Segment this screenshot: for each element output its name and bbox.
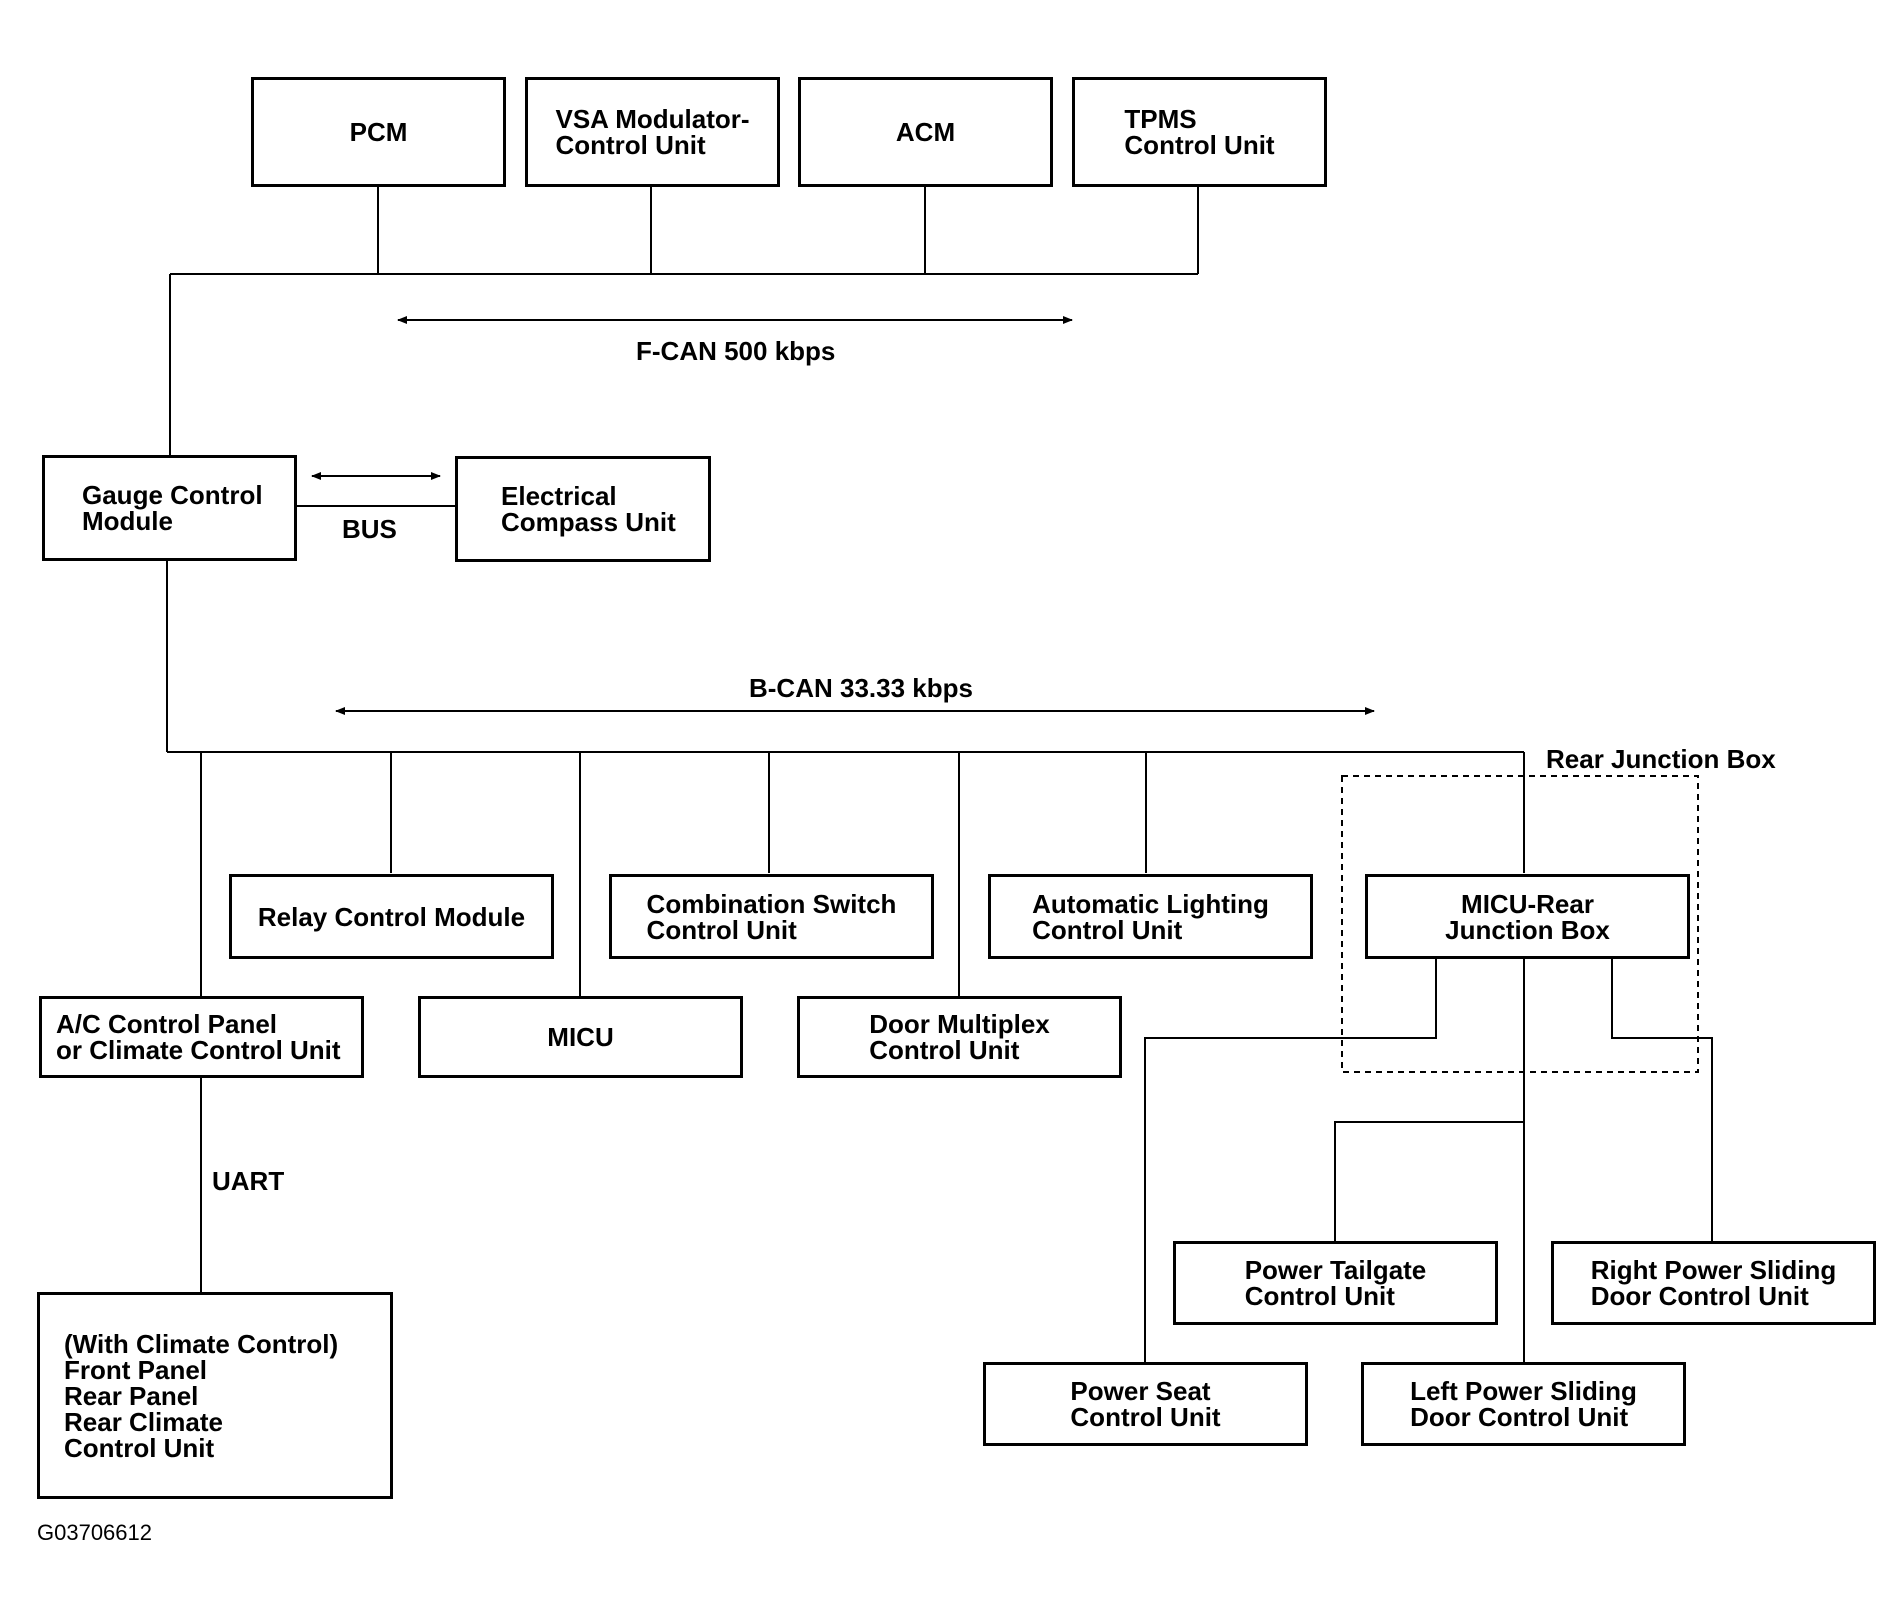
power-tailgate-label: Power Tailgate Control Unit <box>1245 1257 1427 1309</box>
climate-control-box: (With Climate Control) Front Panel Rear … <box>37 1292 393 1499</box>
climate-label-line-5: Control Unit <box>64 1432 215 1463</box>
right-door-label-line-2: Door Control Unit <box>1590 1281 1809 1311</box>
tpms-label-line-1: TPMS <box>1124 104 1197 134</box>
pcm-label-line: PCM <box>349 117 408 147</box>
compass-label-line-2: Compass Unit <box>501 507 676 537</box>
relay-control-module-box: Relay Control Module <box>229 874 554 959</box>
combination-switch-label: Combination Switch Control Unit <box>647 891 897 943</box>
combo-label-line-1: Combination Switch <box>646 888 897 919</box>
tpms-label-line-2: Control Unit <box>1124 130 1275 160</box>
right-door-label-line-1: Right Power Sliding <box>1590 1255 1837 1285</box>
climate-label-line-1: (With Climate Control) <box>64 1328 339 1359</box>
left-power-sliding-door-label: Left Power Sliding Door Control Unit <box>1410 1378 1637 1430</box>
right-power-sliding-door-box: Right Power Sliding Door Control Unit <box>1551 1241 1876 1325</box>
micu-rear-label-line-2: Junction Box <box>1445 914 1610 945</box>
tailgate-line <box>1334 1121 1524 1241</box>
tpms-label: TPMS Control Unit <box>1124 106 1274 158</box>
power-seat-label: Power Seat Control Unit <box>1070 1378 1220 1430</box>
gauge-control-module-label: Gauge Control Module <box>82 482 263 534</box>
lighting-label-line-1: Automatic Lighting <box>1032 888 1269 919</box>
bcan-label: B-CAN 33.33 kbps <box>749 673 973 703</box>
micu-rear-junction-label: MICU-Rear Junction Box <box>1445 891 1610 943</box>
doormux-label-line-2: Control Unit <box>869 1035 1020 1065</box>
vsa-label-line-1: VSA Modulator- <box>555 104 750 134</box>
door-multiplex-label: Door Multiplex Control Unit <box>869 1011 1050 1063</box>
relay-control-module-label: Relay Control Module <box>258 904 525 930</box>
seat-label-line-1: Power Seat <box>1070 1376 1211 1406</box>
pcm-label: PCM <box>350 119 408 145</box>
figure-id: G03706612 <box>37 1520 152 1545</box>
compass-label-line-1: Electrical <box>501 481 617 511</box>
gauge-control-module-box: Gauge Control Module <box>42 455 297 561</box>
relay-label-line: Relay Control Module <box>257 901 526 932</box>
left-door-label-line-1: Left Power Sliding <box>1410 1376 1637 1406</box>
tpms-box: TPMS Control Unit <box>1072 77 1327 187</box>
gauge-label-line-1: Gauge Control <box>82 480 263 510</box>
bus-label: BUS <box>342 514 397 544</box>
fcan-label: F-CAN 500 kbps <box>636 336 836 366</box>
micu-box: MICU <box>418 996 743 1078</box>
left-door-label-line-2: Door Control Unit <box>1410 1402 1629 1432</box>
acm-label-line: ACM <box>895 117 956 147</box>
door-multiplex-box: Door Multiplex Control Unit <box>797 996 1122 1078</box>
tailgate-label-line-1: Power Tailgate <box>1244 1255 1427 1285</box>
rear-junction-box-label: Rear Junction Box <box>1546 744 1776 774</box>
automatic-lighting-box: Automatic Lighting Control Unit <box>988 874 1313 959</box>
tailgate-label-line-2: Control Unit <box>1244 1281 1395 1311</box>
left-power-sliding-door-box: Left Power Sliding Door Control Unit <box>1361 1362 1686 1446</box>
seat-line <box>1144 959 1437 1362</box>
vsa-label-line-2: Control Unit <box>555 130 706 160</box>
acm-label: ACM <box>896 119 955 145</box>
ac-label-line-2: or Climate Control Unit <box>56 1035 341 1065</box>
right-power-sliding-door-label: Right Power Sliding Door Control Unit <box>1591 1257 1837 1309</box>
micu-rear-label-line-1: MICU-Rear <box>1461 888 1594 919</box>
acm-box: ACM <box>798 77 1053 187</box>
ac-control-panel-label: A/C Control Panel or Climate Control Uni… <box>56 1011 341 1063</box>
vsa-box: VSA Modulator- Control Unit <box>525 77 780 187</box>
ac-control-panel-box: A/C Control Panel or Climate Control Uni… <box>39 996 364 1078</box>
climate-label-line-2: Front Panel <box>64 1354 208 1385</box>
rear-junction-box-outline <box>1341 775 1699 1073</box>
uart-label: UART <box>212 1166 285 1196</box>
gauge-label-line-2: Module <box>82 506 173 536</box>
micu-label-line: MICU <box>547 1022 614 1052</box>
power-seat-box: Power Seat Control Unit <box>983 1362 1308 1446</box>
electrical-compass-unit-box: Electrical Compass Unit <box>455 456 711 562</box>
lighting-label-line-2: Control Unit <box>1032 914 1183 945</box>
doormux-label-line-1: Door Multiplex <box>869 1009 1050 1039</box>
pcm-box: PCM <box>251 77 506 187</box>
power-tailgate-box: Power Tailgate Control Unit <box>1173 1241 1498 1325</box>
right-door-line <box>1611 959 1713 1241</box>
seat-label-line-2: Control Unit <box>1070 1402 1221 1432</box>
climate-label-line-4: Rear Climate <box>64 1406 223 1437</box>
climate-label-line-3: Rear Panel <box>64 1380 199 1411</box>
automatic-lighting-label: Automatic Lighting Control Unit <box>1032 891 1269 943</box>
electrical-compass-unit-label: Electrical Compass Unit <box>501 483 676 535</box>
micu-label: MICU <box>547 1024 613 1050</box>
ac-label-line-1: A/C Control Panel <box>56 1009 278 1039</box>
climate-control-label: (With Climate Control) Front Panel Rear … <box>64 1331 338 1461</box>
micu-rear-junction-box: MICU-Rear Junction Box <box>1365 874 1690 959</box>
combination-switch-box: Combination Switch Control Unit <box>609 874 934 959</box>
combo-label-line-2: Control Unit <box>646 914 797 945</box>
vsa-label: VSA Modulator- Control Unit <box>555 106 749 158</box>
